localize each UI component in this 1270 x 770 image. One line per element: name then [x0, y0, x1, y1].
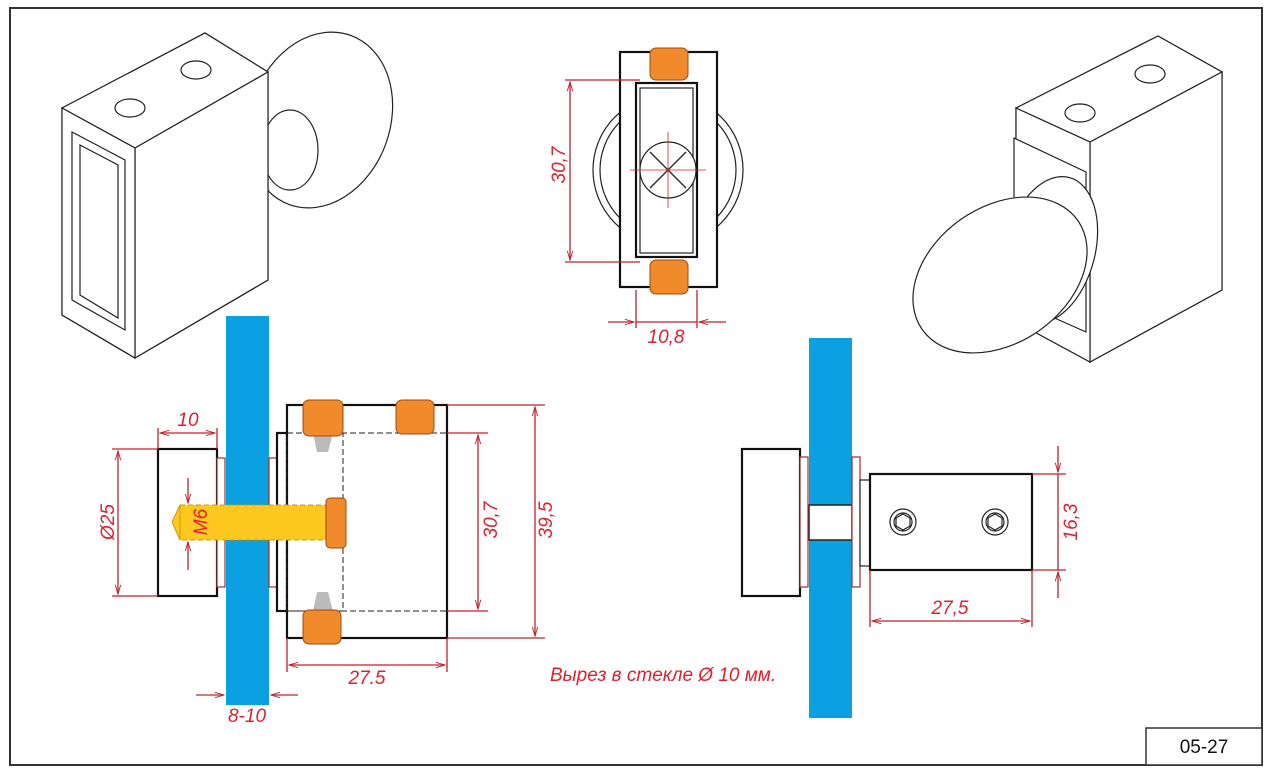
nut-icon	[302, 399, 344, 437]
nut-icon	[395, 399, 435, 435]
screw-icon	[1064, 103, 1096, 123]
outer-height-dim: 39,5	[536, 501, 557, 538]
nut-icon	[302, 609, 342, 645]
title-block: 05-27	[1145, 727, 1263, 766]
block-length-dim: 27.5	[348, 668, 386, 689]
drawing-frame	[9, 7, 1263, 766]
top-height-dim: 30,7	[549, 145, 570, 183]
drawing-code: 05-27	[1180, 737, 1229, 758]
knob-diameter-dim: Ø25	[98, 504, 119, 541]
front-height-dim: 16,3	[1061, 503, 1082, 540]
screw-icon	[114, 98, 146, 118]
top-width-dim: 10,8	[648, 327, 685, 348]
top-view: 30,7 10,8	[549, 47, 744, 348]
thread-dim: M6	[191, 508, 212, 535]
screw-icon	[1134, 64, 1166, 84]
screw-icon	[180, 60, 212, 80]
nut-icon	[649, 259, 689, 295]
isometric-view-right	[912, 35, 1224, 364]
glass-cutout-note: Вырез в стекле Ø 10 мм.	[550, 665, 776, 686]
inner-height-dim: 30,7	[481, 500, 502, 538]
knob-width-dim: 10	[177, 410, 199, 431]
nut-icon	[325, 497, 347, 549]
knob	[740, 447, 802, 598]
isometric-view-left	[60, 31, 394, 360]
nut-icon	[649, 47, 689, 81]
front-view: 16,3 27,5	[740, 338, 1082, 718]
side-view: 10 Ø25 M6 30,7 39,5 27.5 8-10	[98, 316, 557, 727]
screw-icon	[981, 508, 1009, 536]
bolt	[179, 504, 331, 541]
front-length-dim: 27,5	[931, 598, 969, 619]
screw-icon	[889, 508, 917, 536]
glass-thickness-dim: 8-10	[228, 706, 266, 727]
